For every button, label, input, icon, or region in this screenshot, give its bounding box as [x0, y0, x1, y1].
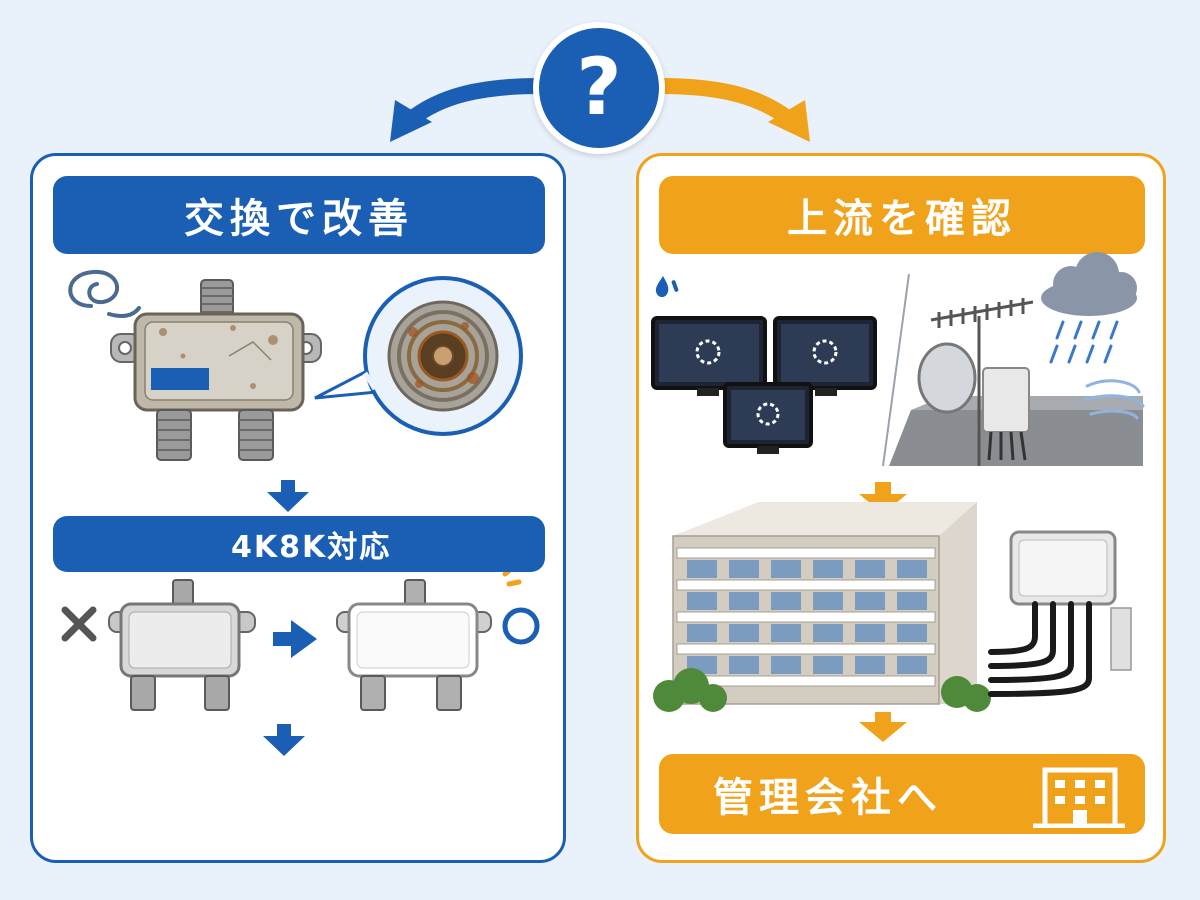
circle-mark-icon [502, 607, 540, 645]
magnifier-bubble-icon [314, 276, 523, 436]
left-panel: 交換で改善 [30, 153, 566, 863]
sweat-drop-icon [655, 276, 679, 297]
rooftop-booster-icon [982, 367, 1030, 433]
right-curved-arrow [652, 78, 810, 142]
left-panel-illustrations [61, 269, 540, 756]
right-bottom-banner: 管理会社へ [659, 754, 1145, 834]
down-arrow-icon [263, 724, 305, 756]
right-panel-title: 上流を確認 [659, 176, 1145, 254]
cross-mark-icon [61, 606, 97, 642]
rusty-splitter-icon [110, 279, 322, 461]
rain-cloud-icon [1041, 252, 1145, 420]
antenna-icon [930, 298, 1034, 466]
right-panel: 上流を確認 [636, 153, 1166, 863]
down-arrow-icon [859, 712, 907, 742]
satellite-dish-icon [917, 342, 977, 414]
down-arrow-icon [267, 480, 309, 512]
apartment-building-icon [653, 502, 991, 712]
left-sub-banner: 4K8K対応 [53, 516, 545, 572]
tv-loading-icon [723, 382, 813, 454]
right-panel-illustrations [651, 252, 1145, 742]
left-panel-title: 交換で改善 [53, 176, 545, 254]
office-building-icon [1033, 767, 1125, 828]
junction-box-icon [988, 530, 1132, 697]
tv-loading-icon [773, 316, 877, 396]
right-arrow-icon [273, 620, 317, 658]
dizzy-swirl-icon [68, 269, 141, 318]
tv-loading-icon [651, 316, 767, 396]
new-splitter-icon [336, 579, 492, 711]
old-splitter-icon [108, 579, 256, 711]
question-mark-icon: ? [533, 22, 665, 154]
left-curved-arrow [390, 78, 548, 142]
